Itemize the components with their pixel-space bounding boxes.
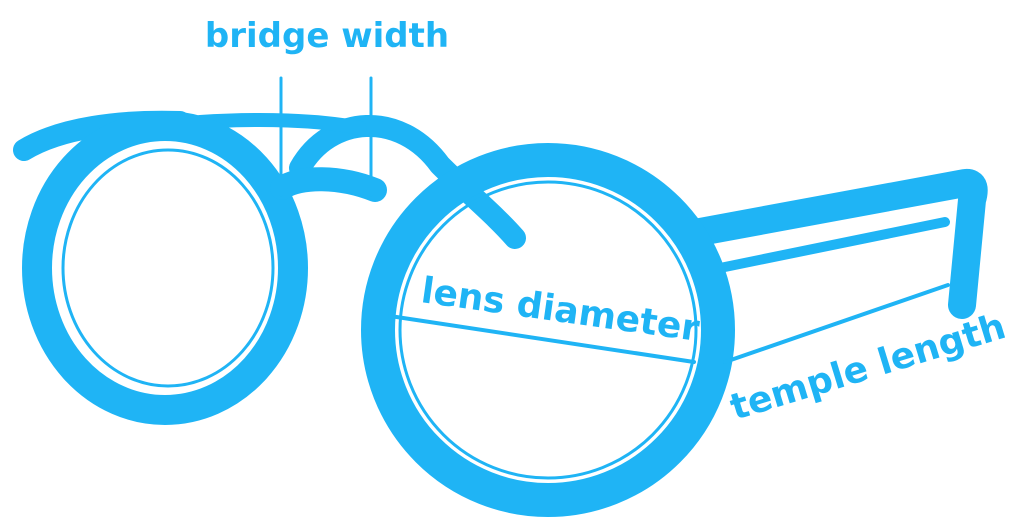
lens-diameter-line <box>388 314 696 364</box>
temple-length-label: temple length <box>726 306 1011 429</box>
right-lens-rim <box>361 143 735 517</box>
far-temple-arm <box>289 114 526 249</box>
top-bar <box>193 113 367 135</box>
near-temple-arm <box>686 168 988 319</box>
bridge <box>270 167 387 202</box>
lens-diameter-label: lens diameter <box>419 270 702 350</box>
right-lens-inner-edge <box>398 180 698 480</box>
left-lens-rim <box>22 111 308 425</box>
left-lens-inner-edge <box>61 148 275 388</box>
temple-arm-shading <box>715 217 950 273</box>
bridge-width-label: bridge width <box>205 16 449 56</box>
temple-length-line <box>723 283 950 364</box>
